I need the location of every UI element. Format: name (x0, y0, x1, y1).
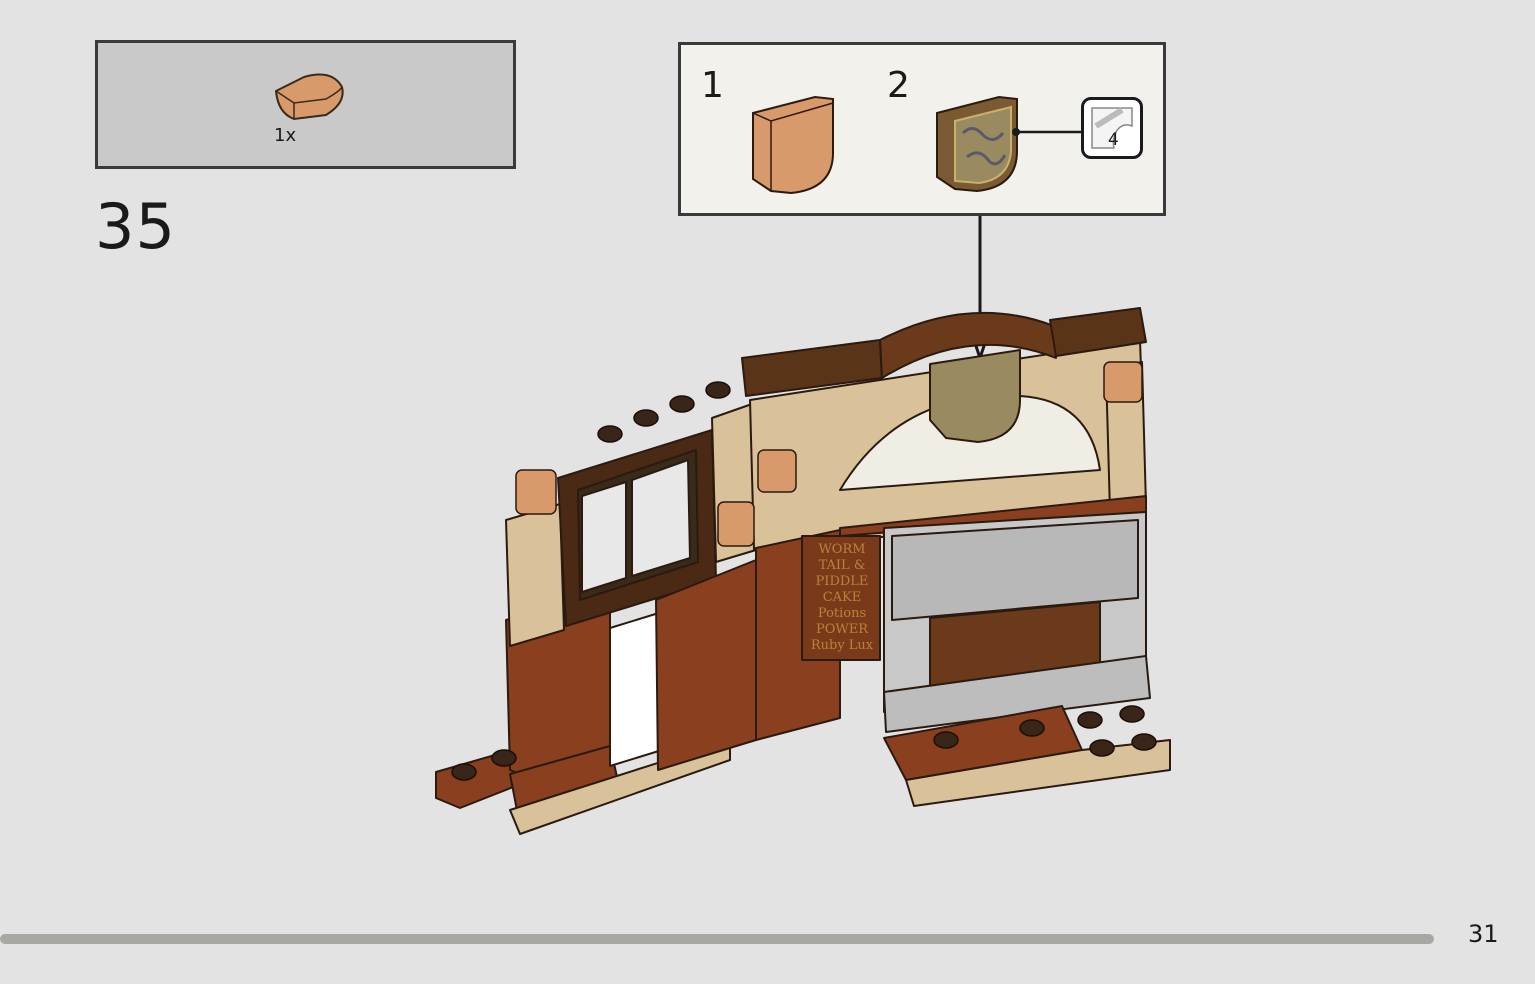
part-quantity: 1x (274, 125, 297, 146)
sign-line: TAIL & (818, 558, 866, 573)
page-number: 31 (1468, 920, 1499, 948)
progress-bar (0, 934, 1434, 944)
sign-line: WORM (818, 542, 866, 557)
sticker-number: 4 (1108, 130, 1119, 150)
sticker-connector-line (1012, 128, 1087, 136)
model-assembly-illustration (435, 307, 1171, 835)
sticker-badge: 4 (1081, 97, 1143, 159)
sign-line: Potions (817, 606, 867, 621)
sticker-curl-icon (1091, 107, 1133, 149)
printed-crest-tile-icon (936, 95, 1018, 193)
step-number: 35 (95, 190, 176, 263)
quarter-round-tile-icon (274, 73, 344, 121)
sub-step-number-1: 1 (701, 65, 724, 106)
sign-line: POWER (815, 622, 869, 637)
sub-step-number-2: 2 (887, 65, 910, 106)
sign-line: Ruby Lux (810, 638, 874, 653)
sign-line: PIDDLE (815, 574, 869, 589)
sign-line: CAKE (822, 590, 862, 605)
plain-round-tile-icon (752, 95, 834, 195)
shop-sign: WORM TAIL & PIDDLE CAKE Potions POWER Ru… (804, 542, 880, 660)
sub-step-box: 1 2 4 (678, 42, 1166, 216)
parts-list-box: 1x (95, 40, 516, 169)
